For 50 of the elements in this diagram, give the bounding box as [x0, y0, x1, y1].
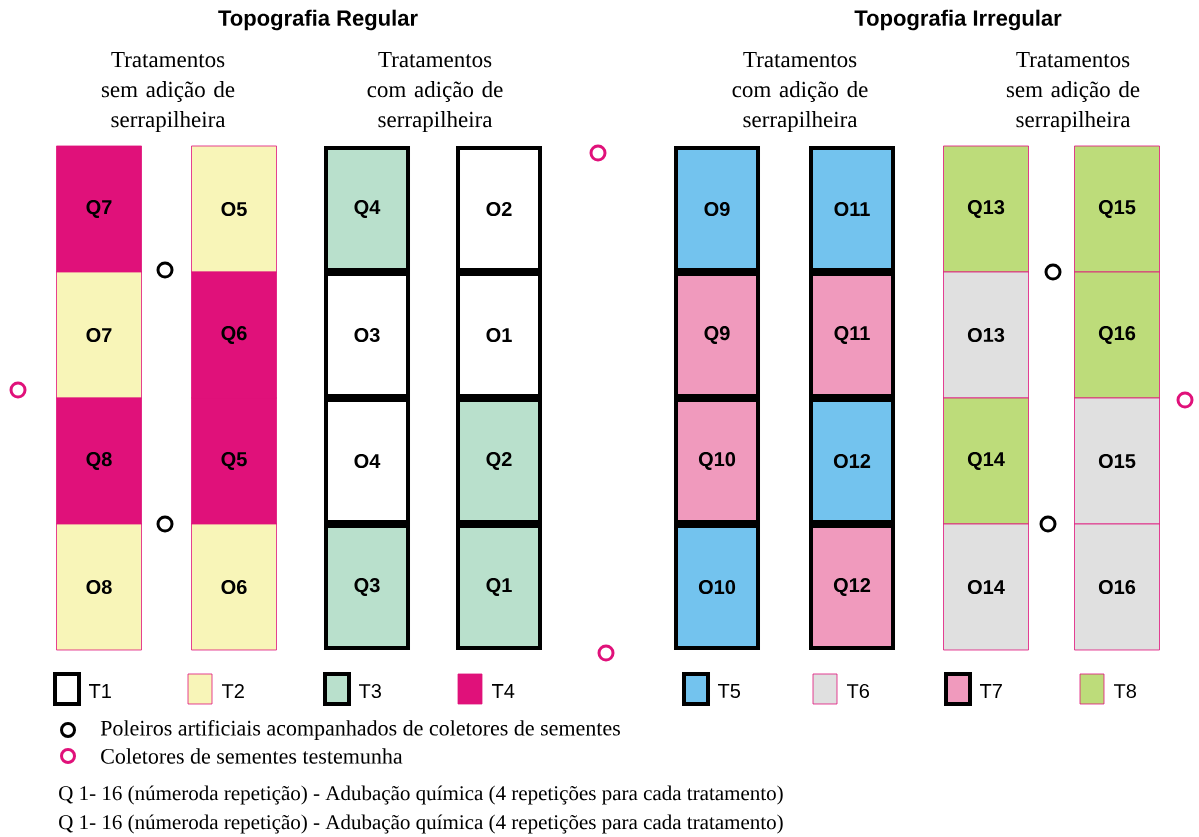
plot-cell: Q11 [809, 272, 895, 398]
legend-label: T5 [718, 684, 741, 698]
legend-label: T4 [492, 684, 515, 698]
plot-cell: O10 [674, 524, 760, 650]
plot-cell: Q16 [1074, 271, 1160, 399]
column-heading: Tratamentos sem adição de serrapilheira [101, 52, 235, 132]
column-heading: Tratamentos com adição de serrapilheira [732, 52, 868, 132]
plot-cell: Q2 [456, 398, 542, 524]
plot-cell: Q14 [943, 397, 1029, 525]
plot-cell: Q9 [674, 272, 760, 398]
plot-cell: O4 [324, 398, 410, 524]
footnote-text: Q 1- 16 (númeroda repetição) - Adubação química (4 repetições para cada tratamento) [59, 814, 783, 834]
plot-cell: O1 [456, 272, 542, 398]
plot-cell: O14 [943, 523, 1029, 651]
plot-cell: O2 [456, 146, 542, 272]
plot-cell: O9 [674, 146, 760, 272]
section-title: Topografia Regular [218, 9, 418, 31]
column-heading: Tratamentos com adição de serrapilheira [367, 52, 503, 132]
plot-cell: Q10 [674, 398, 760, 524]
plot-cell: O13 [943, 271, 1029, 399]
plot-cell: O11 [809, 146, 895, 272]
legend-label: T2 [222, 684, 244, 698]
plot-cell: Q5 [191, 397, 277, 525]
plot-cell: O6 [191, 523, 277, 651]
legend-label: Coletores de sementes testemunha [101, 748, 403, 764]
plot-cell: O15 [1074, 397, 1160, 525]
plot-cell: Q1 [456, 524, 542, 650]
plot-cell: Q15 [1074, 145, 1160, 273]
plot-cell: Q13 [943, 145, 1029, 273]
legend-label: T8 [1114, 683, 1136, 699]
column-heading: Tratamentos sem adição de serrapilheira [1006, 52, 1140, 132]
plot-cell: Q4 [324, 146, 410, 272]
plot-cell: O5 [191, 145, 277, 273]
plot-cell: Q8 [56, 397, 142, 525]
plot-cell: Q6 [191, 271, 277, 399]
section-title: Topografia Irregular [854, 9, 1062, 31]
plot-cell: O3 [324, 272, 410, 398]
plot-cell: O16 [1074, 523, 1160, 651]
plot-cell: Q7 [56, 145, 142, 273]
legend-label: T1 [89, 684, 111, 698]
legend-label: T7 [980, 684, 1002, 698]
plot-cell: O8 [56, 523, 142, 651]
plot-cell: Q12 [809, 524, 895, 650]
legend-label: T6 [847, 683, 869, 699]
legend-label: T3 [359, 683, 381, 699]
legend-label: Poleiros artificiais acompanhados de coletores de sementes [100, 719, 620, 741]
plot-cell: O7 [56, 271, 142, 399]
footnote-text: Q 1- 16 (númeroda repetição) - Adubação química (4 repetições para cada tratamento) [59, 785, 783, 805]
plot-cell: Q3 [324, 524, 410, 650]
plot-cell: O12 [809, 398, 895, 524]
